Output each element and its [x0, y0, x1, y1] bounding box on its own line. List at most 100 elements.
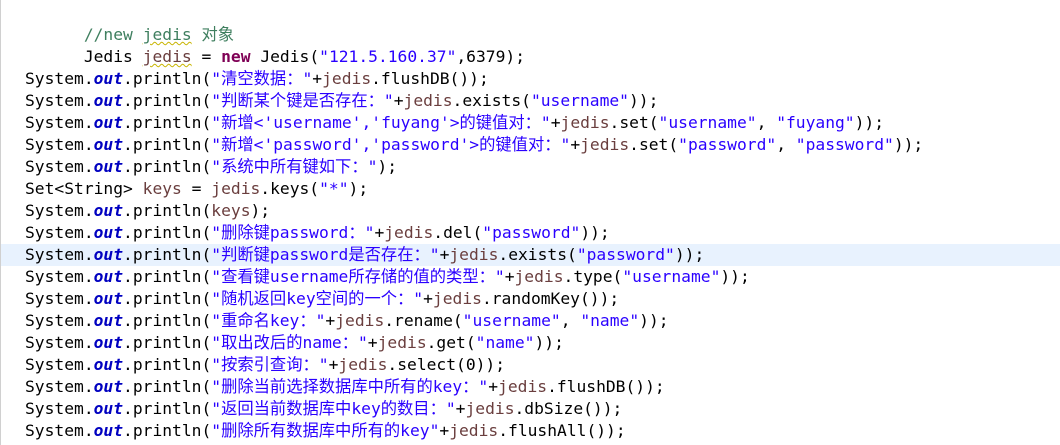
code-text: );	[250, 201, 271, 220]
static-field: out	[93, 201, 124, 220]
code-text: .flushAll());	[498, 421, 626, 440]
code-text: ));	[854, 113, 885, 132]
static-field: out	[93, 333, 124, 352]
code-line[interactable]: System.out.println("系统中所有键如下：");	[1, 156, 1060, 178]
method-call: .println(	[123, 201, 212, 220]
static-field: out	[93, 223, 124, 242]
class-ref: System.	[25, 69, 94, 88]
code-line[interactable]: System.out.println(keys);	[1, 200, 1060, 222]
code-text: .randomKey());	[481, 289, 620, 308]
static-field: out	[93, 91, 124, 110]
code-line[interactable]: System.out.println("删除键password："+jedis.…	[1, 222, 1060, 244]
code-line[interactable]: System.out.println("清空数据："+jedis.flushDB…	[1, 68, 1060, 90]
operator: =	[181, 179, 212, 198]
code-line[interactable]: System.out.println("取出改后的name："+jedis.ge…	[1, 332, 1060, 354]
variable-ref: jedis	[465, 399, 515, 418]
string-literal: "判断某个键是否存在："	[211, 91, 394, 110]
code-line-declaration[interactable]: Jedis jedis = new Jedis("121.5.160.37",6…	[1, 24, 1060, 66]
static-field: out	[93, 157, 124, 176]
code-line[interactable]: System.out.println("重命名key："+jedis.renam…	[1, 310, 1060, 332]
class-ref: System.	[25, 333, 94, 352]
variable-ref: jedis	[432, 289, 482, 308]
code-line-empty[interactable]	[1, 46, 1060, 68]
code-line[interactable]: System.out.println("查看键username所存储的值的类型：…	[1, 266, 1060, 288]
variable-ref: jedis	[449, 421, 499, 440]
code-text: ,	[560, 311, 581, 330]
variable-ref: jedis	[322, 69, 372, 88]
code-text: .exists(	[498, 245, 577, 264]
method-call: .println(	[123, 91, 212, 110]
class-ref: System.	[25, 267, 94, 286]
static-field: out	[93, 289, 124, 308]
method-call: .println(	[123, 245, 212, 264]
method-call: .println(	[123, 113, 212, 132]
static-field: out	[93, 267, 124, 286]
variable-ref: jedis	[211, 179, 261, 198]
code-text: .set(	[609, 113, 659, 132]
code-line[interactable]: Set<String> keys = jedis.keys("*");	[1, 178, 1060, 200]
class-ref: System.	[25, 91, 94, 110]
string-literal: "删除所有数据库中所有的key"	[211, 421, 440, 440]
string-literal: "判断键password是否存在："	[211, 245, 440, 264]
string-literal: "随机返回key空间的一个："	[211, 289, 424, 308]
code-text: .select(0));	[387, 355, 506, 374]
code-line[interactable]: System.out.println("判断某个键是否存在："+jedis.ex…	[1, 90, 1060, 112]
variable-ref: keys	[211, 201, 251, 220]
string-literal: "取出改后的name："	[211, 333, 368, 352]
code-text: +	[439, 245, 450, 264]
code-text: +	[504, 267, 515, 286]
string-literal: "新增<'username','fuyang'>的键值对："	[211, 113, 551, 132]
code-text: .del(	[433, 223, 483, 242]
code-line[interactable]: System.out.println("按索引查询："+jedis.select…	[1, 354, 1060, 376]
code-text: .keys(	[260, 179, 320, 198]
static-field: out	[93, 135, 124, 154]
class-ref: System.	[25, 311, 94, 330]
method-call: .println(	[123, 223, 212, 242]
string-literal: "username"	[658, 113, 757, 132]
code-text: .flushDB());	[547, 377, 665, 396]
code-text: ));	[720, 267, 750, 286]
method-call: .println(	[123, 421, 212, 440]
string-literal: "username"	[462, 311, 561, 330]
code-line-comment[interactable]: //new jedis 对象	[1, 2, 1060, 44]
code-text: .flushDB());	[371, 69, 489, 88]
code-text: +	[455, 399, 466, 418]
string-literal: "*"	[319, 179, 349, 198]
constructor: Jedis(	[250, 47, 320, 66]
string-literal: "删除当前选择数据库中所有的key："	[211, 377, 489, 396]
variable-ref: jedis	[403, 91, 453, 110]
code-text: .rename(	[384, 311, 463, 330]
code-line-current[interactable]: System.out.println("判断键password是否存在："+je…	[1, 244, 1060, 266]
class-ref: System.	[25, 377, 94, 396]
code-line[interactable]: System.out.println("新增<'password','passw…	[1, 134, 1060, 156]
code-line[interactable]: System.out.println("返回当前数据库中key的数目："+jed…	[1, 398, 1060, 420]
static-field: out	[93, 355, 124, 374]
keyword-new: new	[221, 47, 251, 66]
code-text: ,	[776, 135, 796, 154]
string-literal: "121.5.160.37"	[319, 47, 457, 66]
type-name: Set<String>	[25, 179, 143, 198]
string-literal: "返回当前数据库中key的数目："	[211, 399, 456, 418]
method-call: .println(	[123, 69, 212, 88]
method-call: .println(	[123, 355, 212, 374]
code-line[interactable]: System.out.println("新增<'username','fuyan…	[1, 112, 1060, 134]
code-text: ));	[534, 333, 564, 352]
code-text: ));	[580, 223, 610, 242]
code-line[interactable]: System.out.println("随机返回key空间的一个："+jedis…	[1, 288, 1060, 310]
string-literal: "username"	[530, 91, 629, 110]
class-ref: System.	[25, 289, 94, 308]
code-line[interactable]: System.out.println("删除当前选择数据库中所有的key："+j…	[1, 376, 1060, 398]
string-literal: "password"	[482, 223, 581, 242]
string-literal: "username"	[622, 267, 721, 286]
code-text: +	[393, 91, 404, 110]
code-line[interactable]: System.out.println("删除所有数据库中所有的key"+jedi…	[1, 420, 1060, 442]
method-call: .println(	[123, 157, 212, 176]
static-field: out	[93, 245, 124, 264]
string-literal: "password"	[678, 135, 777, 154]
static-field: out	[93, 311, 124, 330]
code-text: ,6379);	[456, 47, 525, 66]
variable-ref: jedis	[580, 135, 630, 154]
operator: =	[191, 47, 222, 66]
type-name: Jedis	[83, 47, 143, 66]
